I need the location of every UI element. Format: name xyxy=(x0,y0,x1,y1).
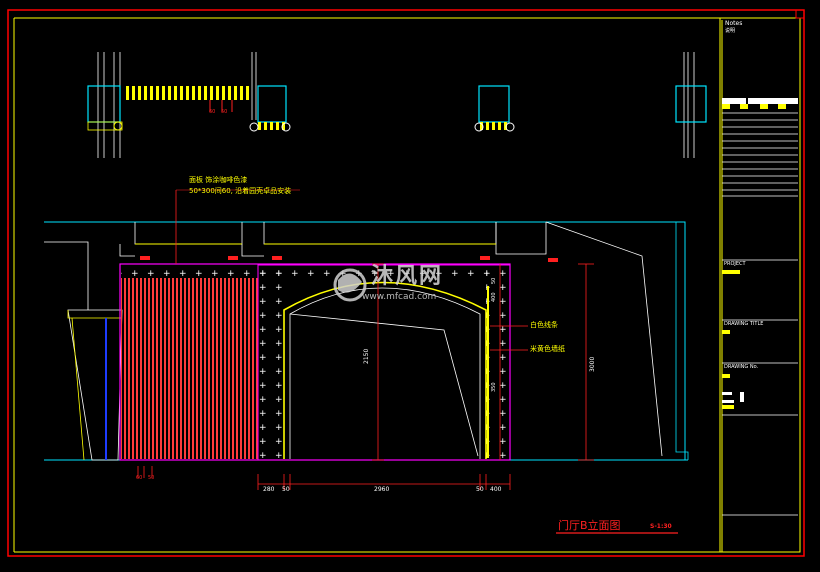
dim-run-2960: 2960 xyxy=(374,486,390,493)
dim-plan-b: 50 xyxy=(221,109,228,115)
plan-view xyxy=(87,52,707,158)
title-block xyxy=(722,98,798,516)
watermark-brand: 沐风网 xyxy=(371,264,444,289)
dim-run-400: 400 xyxy=(490,486,502,493)
dim-vert-50: 50 xyxy=(491,277,497,284)
dim-bottom-left-b: 50 xyxy=(148,475,155,481)
dim-vert-400: 400 xyxy=(491,292,497,302)
dim-run-50a: 50 xyxy=(282,486,290,493)
drawing-title-label: DRAWING TITLE xyxy=(724,321,764,327)
white-edge-note: 白色线条 xyxy=(530,321,558,329)
dimension-lines xyxy=(137,263,594,490)
project-label: PROJECT xyxy=(724,261,746,267)
watermark-url: www.mfcad.com xyxy=(362,292,437,302)
notes-label: Notes xyxy=(725,20,743,27)
drawing-scale: S-1:30 xyxy=(650,523,672,530)
material-note-line1: 面板 饰涂咖啡色漆 xyxy=(189,176,248,184)
drawing-title: 门厅B立面图 xyxy=(558,519,621,532)
dim-vert-350: 350 xyxy=(491,382,497,392)
beige-wall-note: 米黄色墙纸 xyxy=(530,345,565,353)
dim-bottom-left-a: 60 xyxy=(136,475,143,481)
drawing-no-label: DRAWING No. xyxy=(724,364,759,370)
drawing-frame xyxy=(7,9,805,557)
dim-run-280: 280 xyxy=(263,486,275,493)
material-note-line2: 50*300间60, 沿着园壳卓品安装 xyxy=(189,187,292,195)
notes-sub-label: 说明 xyxy=(725,28,736,34)
dim-height-arch: 2150 xyxy=(363,348,370,364)
elevation-main xyxy=(44,189,689,461)
watermark-logo-icon xyxy=(333,268,367,302)
dim-run-50b: 50 xyxy=(476,486,484,493)
dim-height-total: 3000 xyxy=(589,356,596,372)
dim-plan-a: 60 xyxy=(209,109,216,115)
